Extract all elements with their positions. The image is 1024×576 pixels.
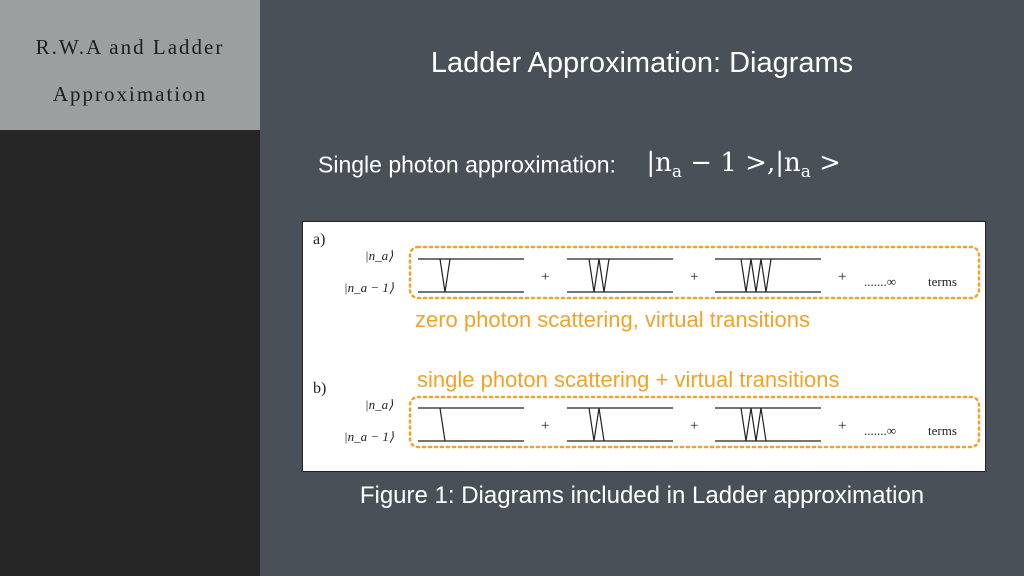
subtitle-row: Single photon approximation: |na − 1 >,|… (318, 148, 841, 182)
series-terms: terms (928, 423, 957, 438)
highlight-box-b (408, 395, 981, 449)
diagram-b3 (715, 407, 821, 442)
plus-sign: + (690, 418, 698, 434)
diagram-b1 (418, 407, 524, 442)
plus-sign: + (690, 269, 698, 285)
diagram-a3 (715, 258, 821, 293)
plus-sign: + (838, 418, 846, 434)
plus-sign: + (541, 269, 549, 285)
slide-title: Ladder Approximation: Diagrams (430, 47, 854, 79)
lower-level-label: |n_a − 1⟩ (344, 280, 394, 295)
section-title-line2: Approximation (52, 82, 208, 106)
highlight-box-a (408, 245, 981, 300)
subtitle-math: |na − 1 >,|na > (646, 148, 841, 183)
plus-sign: + (541, 418, 549, 434)
upper-level-label: |n_a⟩ (365, 248, 393, 263)
plus-sign: + (838, 269, 846, 285)
diagram-b2 (567, 407, 673, 442)
section-title-box: R.W.A and Ladder Approximation (0, 0, 260, 130)
section-title-line1: R.W.A and Ladder (35, 35, 225, 59)
upper-level-label: |n_a⟩ (365, 397, 393, 412)
panel-b-label: b) (313, 380, 326, 397)
annotation-b: single photon scattering + virtual trans… (417, 367, 840, 392)
panel-a-label: a) (313, 231, 325, 248)
figure-panel: a) b) |n_a⟩ |n_a − 1⟩ + + + .......∞ ter… (302, 221, 986, 472)
series-dots: .......∞ (864, 423, 896, 438)
lower-level-label: |n_a − 1⟩ (344, 429, 394, 444)
series-dots: .......∞ (864, 274, 896, 289)
annotation-a: zero photon scattering, virtual transiti… (415, 307, 810, 332)
figure-caption: Figure 1: Diagrams included in Ladder ap… (359, 482, 925, 509)
subtitle-text: Single photon approximation: (318, 151, 616, 178)
diagram-a1 (418, 258, 524, 293)
diagram-a2 (567, 258, 673, 293)
series-terms: terms (928, 274, 957, 289)
